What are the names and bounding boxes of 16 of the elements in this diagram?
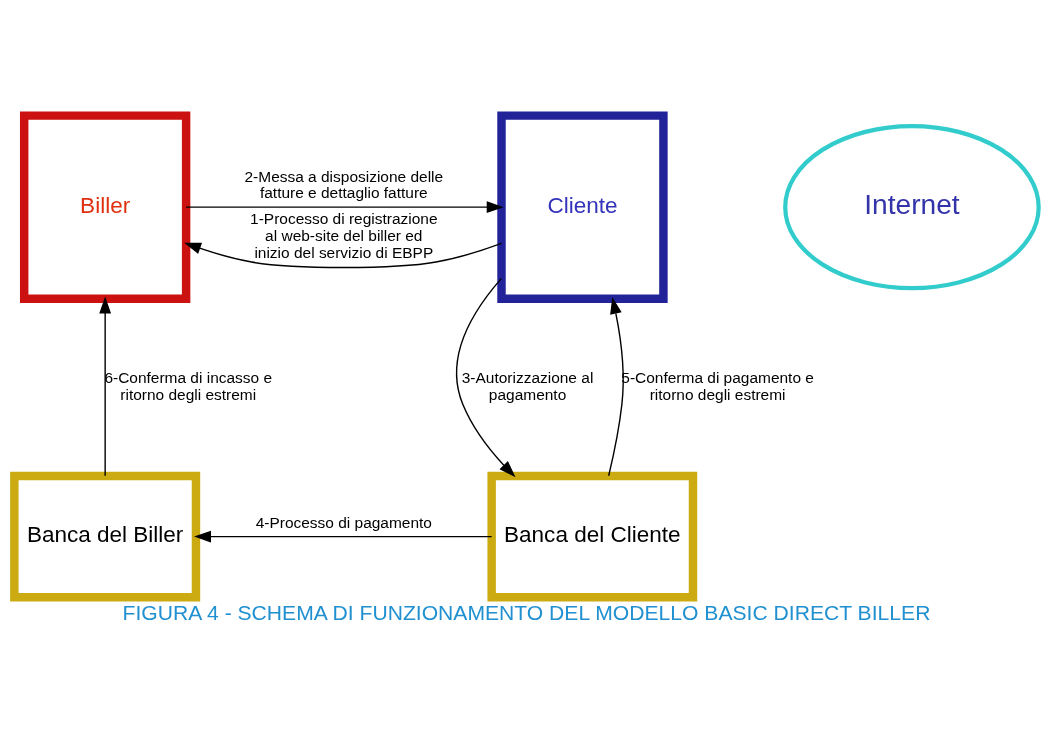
- edge-label: 2-Messa a disposizione delle fatture e dettaglio fatture: [244, 167, 444, 201]
- edge-label: 1-Processo di registrazione al web-site del biller ed inizio del servizio di EBPP: [250, 209, 438, 261]
- arrow: [607, 296, 624, 476]
- arrow: [456, 277, 516, 477]
- edge-label: 4-Processo di pagamento: [255, 513, 432, 531]
- arrow: [185, 200, 504, 213]
- node-ellipse: Internet: [783, 123, 1041, 290]
- arrow: [194, 530, 493, 543]
- arrow: [99, 296, 112, 476]
- node-box: Banca del Cliente: [487, 471, 698, 601]
- node-box: Cliente: [497, 110, 668, 303]
- node-box: Biller: [19, 110, 191, 303]
- arrow: [184, 242, 503, 268]
- caption: FIGURA 4 - SCHEMA DI FUNZIONAMENTO DEL MODELLO BASIC DIRECT BILLER: [122, 600, 931, 624]
- node-box: Banca del Biller: [10, 471, 201, 601]
- edge-label: 3-Autorizzazione al pagamento: [461, 368, 594, 403]
